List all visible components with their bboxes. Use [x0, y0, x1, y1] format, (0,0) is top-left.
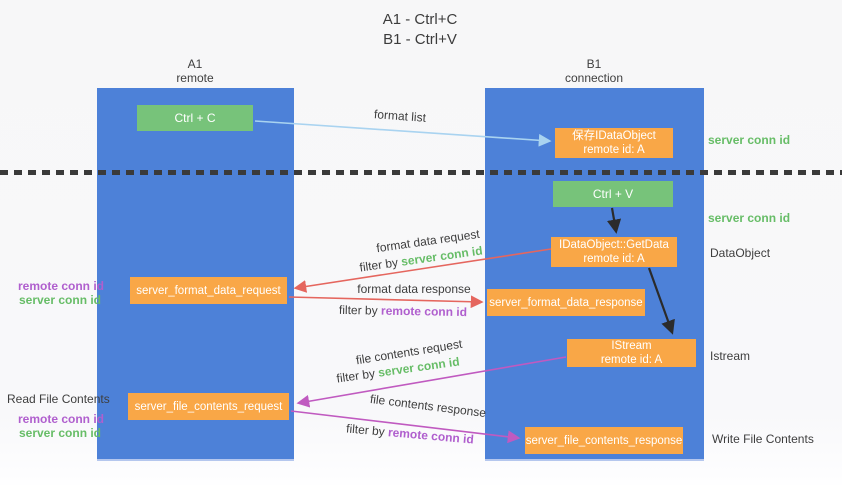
node-idataobject-getdata-line2: remote id: A	[583, 253, 645, 265]
node-idataobject-getdata-line1: IDataObject::GetData	[559, 239, 669, 251]
node-ctrl-c: Ctrl + C	[137, 105, 253, 131]
side-label-conn-ids-format: remote conn id server conn id	[18, 279, 105, 307]
node-ctrl-c-label: Ctrl + C	[174, 111, 216, 125]
side-label-dataobject: DataObject	[710, 246, 771, 260]
node-save-idataobject-line1: 保存IDataObject	[572, 130, 656, 142]
node-ctrl-v: Ctrl + V	[553, 181, 673, 207]
remote-conn-id-label: remote conn id	[18, 279, 105, 293]
lane-header-b1: B1 connection	[544, 57, 644, 85]
side-label-conn-ids-file: remote conn id server conn id	[18, 412, 105, 440]
node-istream-line2: remote id: A	[600, 354, 663, 366]
node-server-file-contents-response: server_file_contents_response	[525, 427, 683, 454]
edge-label-format-data-response: format data response	[357, 282, 471, 296]
filter-by-text: filter by	[338, 302, 382, 318]
node-idataobject-getdata: IDataObject::GetData remote id: A	[551, 237, 677, 267]
node-save-idataobject: 保存IDataObject remote id: A	[555, 128, 673, 158]
node-server-format-data-request-label: server_format_data_request	[136, 284, 281, 297]
arrow-file-contents-request	[296, 356, 567, 408]
title-line-1: A1 - Ctrl+C	[382, 11, 458, 28]
arrow-format-list	[254, 120, 552, 147]
side-label-read-file-contents: Read File Contents	[7, 392, 110, 406]
copy-paste-separator-line	[0, 170, 842, 175]
arrow-ctrlv-to-getdata	[606, 207, 622, 234]
node-server-format-data-response: server_format_data_response	[487, 289, 645, 316]
arrow-format-data-request	[293, 248, 552, 293]
node-server-format-data-response-label: server_format_data_response	[489, 296, 643, 309]
side-label-server-conn-id-2: server conn id	[708, 211, 791, 225]
lane-b1-name: B1	[586, 57, 602, 71]
lane-a1-name: A1	[187, 57, 203, 71]
lane-a1-role: remote	[176, 71, 214, 85]
side-label-write-file-contents: Write File Contents	[712, 432, 814, 446]
lane-b1-role: connection	[564, 71, 624, 85]
edge-label-filter-format-data-response: filter by remote conn id	[339, 303, 467, 319]
node-save-idataobject-line2: remote id: A	[583, 144, 645, 156]
server-conn-id-label: server conn id	[18, 293, 102, 307]
diagram-title: A1 - Ctrl+C B1 - Ctrl+V	[310, 10, 530, 50]
arrow-file-contents-response	[290, 410, 521, 444]
remote-conn-id-label: remote conn id	[18, 412, 105, 426]
arrow-format-data-response	[288, 295, 484, 309]
arrow-getdata-to-istream	[647, 267, 675, 335]
node-ctrl-v-label: Ctrl + V	[592, 187, 634, 201]
remote-conn-id-text: remote conn id	[380, 303, 468, 320]
node-server-file-contents-request-label: server_file_contents_request	[134, 400, 283, 413]
side-label-istream: Istream	[710, 349, 751, 363]
node-server-file-contents-request: server_file_contents_request	[128, 393, 289, 420]
title-line-2: B1 - Ctrl+V	[383, 31, 457, 48]
node-istream: IStream remote id: A	[567, 339, 696, 367]
node-server-format-data-request: server_format_data_request	[130, 277, 287, 304]
side-label-server-conn-id-top: server conn id	[708, 133, 791, 147]
node-istream-line1: IStream	[611, 340, 652, 352]
server-conn-id-label: server conn id	[18, 426, 102, 440]
lane-header-a1: A1 remote	[145, 57, 245, 85]
node-server-file-contents-response-label: server_file_contents_response	[525, 434, 683, 447]
